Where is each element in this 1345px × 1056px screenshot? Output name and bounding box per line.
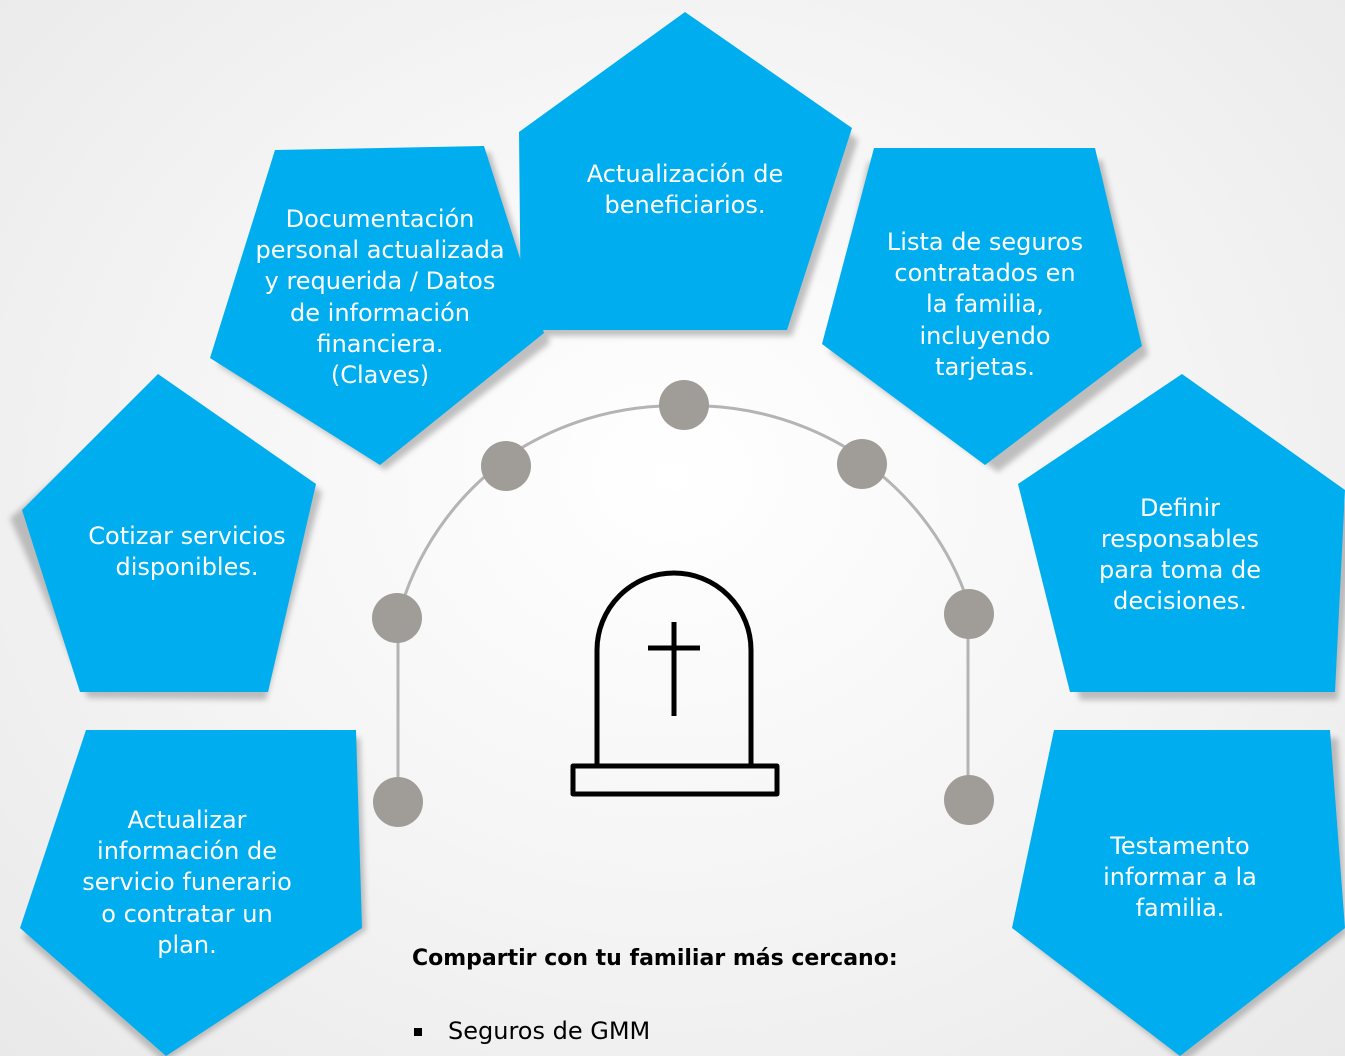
- pentagon-shapes: [20, 12, 1345, 1056]
- tombstone-cross-icon: [570, 570, 780, 797]
- pentagon-funerario: [20, 730, 362, 1056]
- pentagon-documentacion: [210, 146, 544, 465]
- share-list: Seguros de GMM: [410, 1016, 650, 1047]
- timeline-dot: [837, 439, 887, 489]
- pentagon-cotizar: [22, 374, 316, 692]
- share-list-item: Seguros de GMM: [410, 1016, 650, 1047]
- pentagon-beneficiarios: [519, 12, 852, 330]
- timeline-dot: [481, 441, 531, 491]
- timeline-dot: [373, 777, 423, 827]
- pentagon-testamento: [1012, 730, 1345, 1056]
- pentagon-responsables: [1018, 374, 1345, 692]
- share-heading: Compartir con tu familiar más cercano:: [412, 946, 898, 971]
- pentagon-seguros: [822, 148, 1142, 465]
- timeline-dot: [944, 775, 994, 825]
- timeline-dot: [944, 589, 994, 639]
- timeline-dots: [372, 380, 994, 827]
- timeline-dot: [659, 380, 709, 430]
- timeline-dot: [372, 593, 422, 643]
